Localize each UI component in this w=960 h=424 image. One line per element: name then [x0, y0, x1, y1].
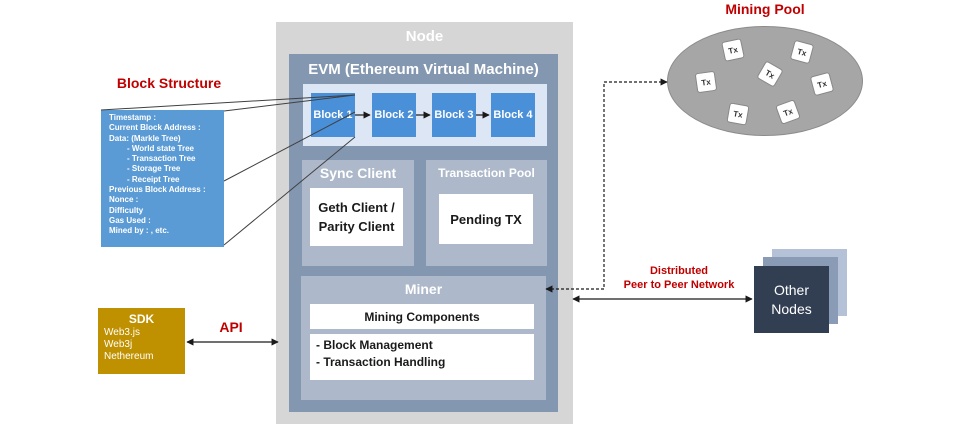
- block-management-item: - Block Management: [316, 338, 433, 352]
- callout-line-middle: [223, 111, 356, 182]
- mining-pool-arrow: [545, 78, 668, 293]
- field-current-block-address: Current Block Address :: [109, 123, 201, 133]
- mining-components-box: Mining Components: [310, 304, 534, 329]
- field-mined-by: Mined by : , etc.: [109, 226, 170, 236]
- block-structure-title: Block Structure: [116, 75, 222, 91]
- block-3: Block 3: [432, 93, 476, 137]
- field-receipt-tree: - Receipt Tree: [127, 174, 180, 184]
- sdk-library-nethereum: Nethereum: [104, 351, 154, 362]
- callout-line-bottom: [223, 136, 356, 246]
- callout-line-top: [223, 94, 356, 112]
- sync-client-line-2: Parity Client: [318, 219, 395, 234]
- miner-title: Miner: [404, 281, 443, 297]
- other-nodes-line-1: Other: [773, 281, 809, 298]
- sdk-box: SDK Web3.js Web3j Nethereum: [98, 308, 185, 374]
- sync-client-title: Sync Client: [319, 165, 397, 181]
- field-timestamp: Timestamp :: [109, 113, 156, 122]
- field-nonce: Nonce :: [109, 195, 139, 205]
- callout-line-left: [100, 94, 356, 111]
- field-transaction-tree: - Transaction Tree: [127, 154, 196, 164]
- block-1: Block 1: [311, 93, 355, 137]
- field-world-state-tree: - World state Tree: [127, 143, 194, 153]
- field-previous-block-address: Previous Block Address :: [109, 185, 206, 195]
- pending-tx-box: Pending TX: [439, 194, 533, 244]
- mining-pool-title: Mining Pool: [725, 1, 805, 17]
- block-management-box: - Block Management - Transaction Handlin…: [310, 334, 534, 380]
- transaction-pool-title: Transaction Pool: [438, 166, 535, 180]
- sync-client-box: Geth Client / Parity Client: [310, 188, 403, 246]
- block-2: Block 2: [372, 93, 416, 137]
- sdk-library-web3j: Web3j: [104, 339, 133, 350]
- evm-title: EVM (Ethereum Virtual Machine): [308, 60, 539, 78]
- node-title: Node: [405, 27, 444, 45]
- field-storage-tree: - Storage Tree: [127, 164, 181, 174]
- sdk-title: SDK: [128, 312, 155, 326]
- transaction-handling-item: - Transaction Handling: [316, 355, 446, 369]
- block-4: Block 4: [491, 93, 535, 137]
- other-nodes-line-2: Nodes: [771, 300, 812, 317]
- block-structure-box: Timestamp : Current Block Address : Data…: [101, 110, 224, 247]
- field-difficulty: Difficulty: [109, 205, 144, 215]
- sync-client-line-1: Geth Client /: [318, 200, 395, 215]
- field-data: Data: (Markle Tree): [109, 133, 181, 143]
- field-gas-used: Gas Used :: [109, 215, 151, 225]
- sdk-library-web3js: Web3.js: [104, 327, 140, 338]
- other-nodes-box: Other Nodes: [754, 266, 829, 333]
- api-label: API: [219, 319, 243, 335]
